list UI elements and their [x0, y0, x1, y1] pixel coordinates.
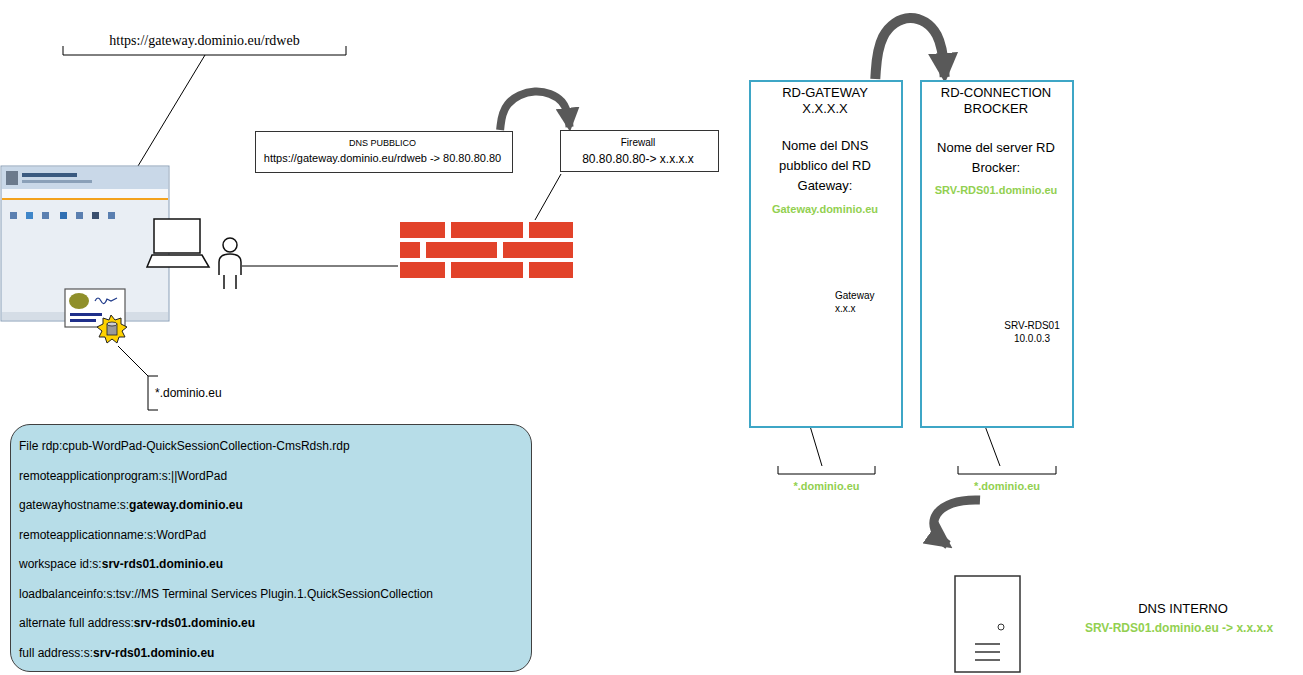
- setting-key: alternate full address:: [19, 616, 134, 630]
- laptop-screen: [154, 219, 200, 253]
- certificate-label: *.dominio.eu: [958, 480, 1056, 493]
- setting-key: remoteapplicationname:s:WordPad: [19, 528, 206, 542]
- screen-title-bar: [22, 173, 77, 177]
- setting-key: remoteapplicationprogram:s:||WordPad: [19, 469, 227, 483]
- setting-key: loadbalanceinfo:s:tsv://MS Terminal Serv…: [19, 587, 433, 601]
- server-slot: [975, 651, 1000, 653]
- box-text: Nome del server RD Brocker:: [930, 138, 1062, 178]
- flow-arrow: [934, 500, 980, 545]
- setting-value: srv-rds01.dominio.eu: [102, 557, 223, 571]
- label-bracket: [778, 466, 875, 474]
- box-text: https://gateway.dominio.eu/rdweb -> 80.8…: [256, 152, 509, 166]
- dns-box: DNS PUBBLICO https://gateway.dominio.eu/r…: [255, 131, 513, 173]
- brick: [503, 242, 573, 258]
- box-text: SRV-RDS01 10.0.0.3: [1000, 320, 1064, 345]
- laptop-base: [147, 255, 209, 267]
- server-led: [998, 624, 1004, 630]
- box-title: RD-CONNECTION BROCKER: [926, 85, 1066, 118]
- box-text: Gateway x.x.x: [835, 290, 887, 315]
- file-line: loadbalanceinfo:s:tsv://MS Terminal Serv…: [19, 580, 523, 610]
- url-label: https://gateway.dominio.eu/rdweb: [63, 33, 346, 50]
- server-slot: [975, 643, 1000, 645]
- setting-key: full address:s:: [19, 646, 93, 660]
- dns-label: DNS INTERNO: [1110, 601, 1256, 617]
- user-icon: [219, 238, 241, 289]
- laptop-icon: [147, 219, 209, 267]
- brick: [529, 222, 573, 238]
- screen-app-icon: [26, 212, 33, 219]
- screen-app-icon: [108, 212, 115, 219]
- dns-server-icon: [955, 576, 1020, 672]
- flow-arrow: [875, 18, 944, 79]
- setting-key: File rdp:cpub-WordPad-QuickSessionCollec…: [19, 439, 350, 453]
- certificate-label: *.dominio.eu: [778, 480, 875, 493]
- flow-arrow: [500, 91, 569, 130]
- broker-box: RD-CONNECTION BROCKER Nome del server RD …: [920, 80, 1074, 428]
- brick: [400, 262, 445, 278]
- certificate-label: *.dominio.eu: [155, 386, 245, 400]
- box-text: SRV-RDS01.dominio.eu: [922, 184, 1070, 198]
- brick: [451, 222, 523, 238]
- leader-line: [118, 346, 148, 376]
- firewall-icon: [400, 222, 573, 278]
- setting-value: srv-rds01.dominio.eu: [134, 616, 255, 630]
- setting-value: srv-rds01.dominio.eu: [93, 646, 214, 660]
- certificate-icon: [65, 289, 127, 343]
- box-title: Firewall: [561, 137, 715, 150]
- screen-app-icon: [42, 212, 49, 219]
- leader-line: [138, 55, 205, 166]
- screen-app-icon: [10, 212, 17, 219]
- box-title: RD-GATEWAY X.X.X.X: [775, 85, 875, 118]
- server-slot: [975, 659, 1000, 661]
- box-title: DNS PUBBLICO: [256, 138, 509, 149]
- leader-line: [810, 426, 822, 466]
- dns-record-label: SRV-RDS01.dominio.eu -> x.x.x.x: [1062, 621, 1296, 635]
- file-line: remoteapplicationname:s:WordPad: [19, 521, 523, 551]
- leader-line: [535, 174, 561, 220]
- screen-menu: [2, 189, 168, 198]
- brick: [426, 242, 497, 258]
- brick: [529, 262, 573, 278]
- user-body: [219, 254, 241, 289]
- file-line: File rdp:cpub-WordPad-QuickSessionCollec…: [19, 432, 523, 462]
- setting-key: gatewayhostname:s:: [19, 498, 129, 512]
- box-text: 80.80.80.80-> x.x.x.x: [561, 152, 715, 167]
- firewall-box: Firewall 80.80.80.80-> x.x.x.x: [560, 130, 719, 172]
- screen-accent: [2, 198, 168, 200]
- box-text: Nome del DNS pubblico del RD Gateway:: [759, 136, 891, 196]
- setting-value: gateway.dominio.eu: [129, 498, 243, 512]
- leader-line: [985, 426, 1000, 466]
- setting-key: workspace id:s:: [19, 557, 102, 571]
- gateway-box: RD-GATEWAY X.X.X.X Nome del DNS pubblico …: [749, 80, 903, 428]
- brick: [400, 242, 420, 258]
- label-bracket: [958, 466, 1056, 474]
- screen-app-icon: [76, 212, 83, 219]
- user-head: [223, 238, 237, 252]
- file-line: alternate full address:srv-rds01.dominio…: [19, 609, 523, 639]
- rdp-file-box: File rdp:cpub-WordPad-QuickSessionCollec…: [10, 424, 532, 672]
- server-tower: [955, 576, 1020, 672]
- screen-avatar: [6, 171, 18, 185]
- network-line: [242, 266, 398, 267]
- file-line: remoteapplicationprogram:s:||WordPad: [19, 462, 523, 492]
- brick: [400, 222, 445, 238]
- file-line: full address:s:srv-rds01.dominio.eu: [19, 639, 523, 669]
- file-line: gatewayhostname:s:gateway.dominio.eu: [19, 491, 523, 521]
- screen-app-icon: [60, 212, 67, 219]
- screen-header: [2, 167, 168, 189]
- screen-subtitle-bar: [22, 180, 92, 183]
- file-line: workspace id:s:srv-rds01.dominio.eu: [19, 550, 523, 580]
- screen-app-icon: [92, 212, 99, 219]
- brick: [451, 262, 523, 278]
- box-text: Gateway.dominio.eu: [751, 203, 899, 217]
